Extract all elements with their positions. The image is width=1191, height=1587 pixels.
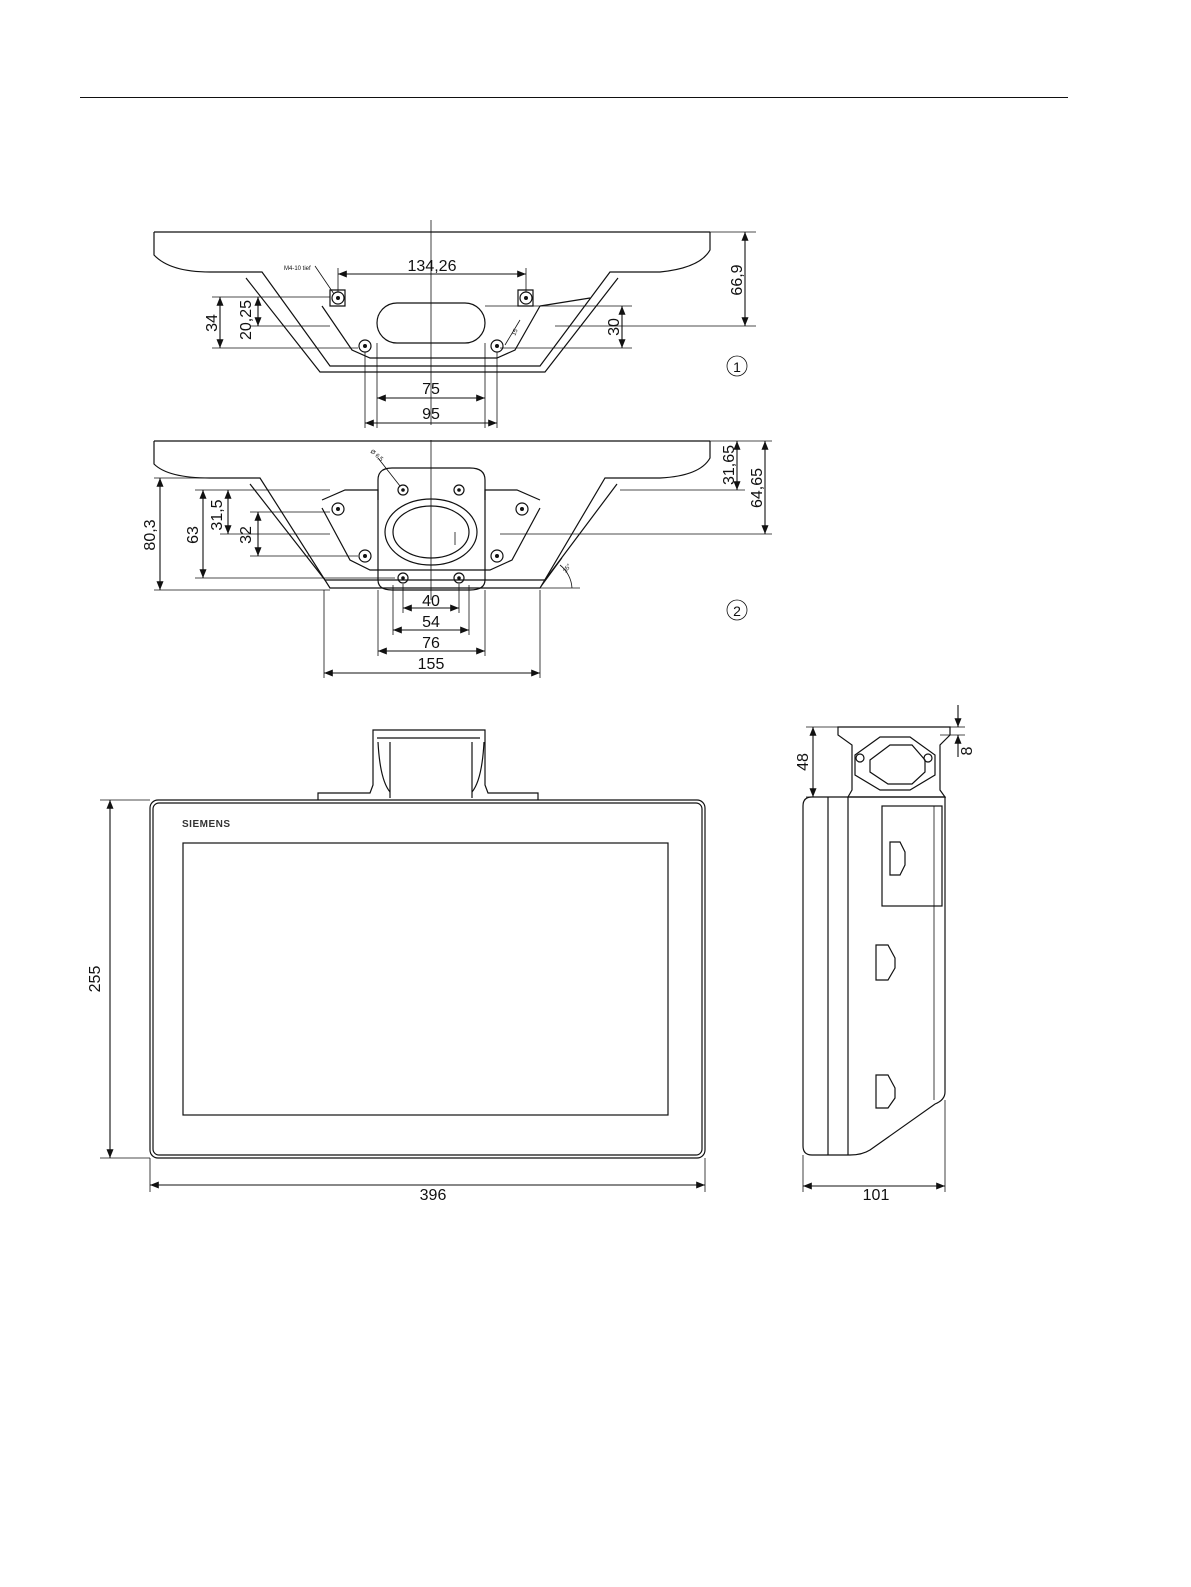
- callout-1: 1: [733, 359, 741, 375]
- callout-2: 2: [733, 603, 741, 619]
- dim-height-c: 30: [606, 318, 623, 336]
- dim-height-total: 66,9: [729, 264, 746, 295]
- dim-h1: 31,65: [721, 445, 738, 485]
- dim-inner-width: 75: [422, 381, 440, 398]
- dim-h4: 63: [185, 526, 202, 544]
- dim-side-height: 48: [795, 753, 812, 771]
- brand-logo: SIEMENS: [182, 819, 231, 830]
- dim-h6: 32: [238, 526, 255, 544]
- dim-outer-width: 95: [422, 406, 440, 423]
- dim-angle: 35°: [563, 563, 573, 574]
- dim-offset-b: 20,25: [238, 300, 255, 340]
- dim-width-holes: 134,26: [408, 258, 457, 275]
- dim-offset-a: 34: [204, 314, 221, 332]
- dim-w4: 155: [418, 656, 445, 673]
- dim-side-gap: 8: [959, 746, 976, 755]
- dim-w3: 76: [422, 635, 440, 652]
- front-view-panel: SIEMENS 255 396: [87, 730, 705, 1204]
- hole-note: Ø 6,5: [369, 449, 385, 463]
- thread-note: M4-10 tief: [284, 266, 311, 272]
- dim-h3: 80,3: [142, 519, 159, 550]
- dim-front-height: 255: [87, 966, 104, 993]
- dim-w1: 40: [422, 593, 440, 610]
- view-2-mounting-holes: [332, 485, 528, 583]
- dim-side-depth: 101: [863, 1187, 890, 1204]
- dim-h5: 31,5: [209, 499, 226, 530]
- dim-front-width: 396: [420, 1187, 447, 1204]
- dim-h2: 64,65: [749, 468, 766, 508]
- view-1-mounting-plate: 134,26 M4-10 tief 66,9 34 20,25 30 15 75…: [154, 220, 756, 428]
- view-2-mounting-plate: Ø 6,5 31,65 64,65 80,3 63 31,5 32 35° 40: [142, 440, 772, 678]
- dim-w2: 54: [422, 614, 440, 631]
- side-view-panel: 48 8 101: [795, 705, 976, 1204]
